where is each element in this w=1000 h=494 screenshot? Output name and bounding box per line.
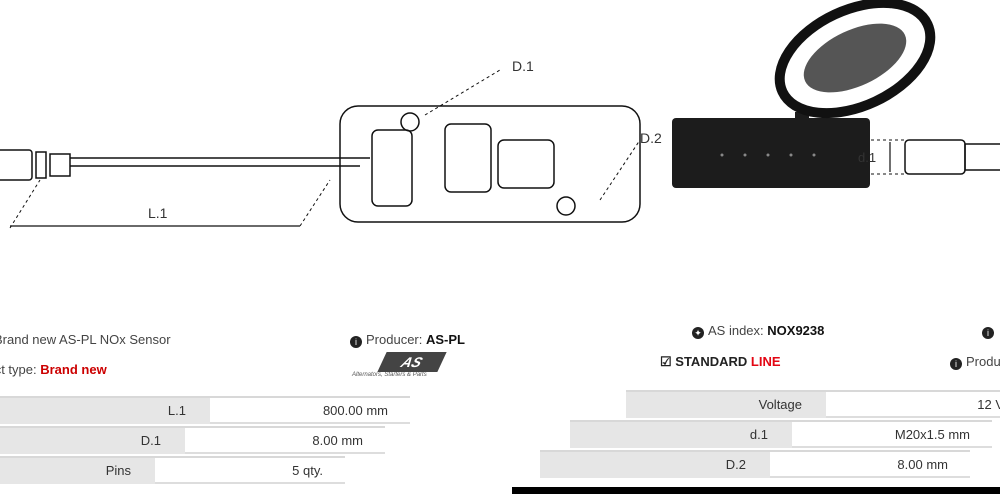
- label-l1: L.1: [148, 205, 168, 221]
- spec-key: D.1: [0, 428, 185, 454]
- standard-line-badge: ☑ STANDARD LINE: [660, 354, 781, 370]
- index-value: NOX9238: [767, 323, 825, 338]
- sensor-diagram: [0, 0, 1000, 229]
- product-title: Brand new AS-PL NOx Sensor: [0, 332, 171, 347]
- line-label-a: STANDARD: [675, 354, 748, 369]
- producer-label: Producer:: [366, 332, 423, 347]
- spec-key: L.1: [0, 398, 210, 424]
- spec-key: d.1: [570, 422, 792, 448]
- connector-image: [672, 112, 870, 188]
- label-d2: D.2: [640, 130, 662, 146]
- spec-value: 5 qty.: [155, 458, 345, 484]
- producer-value: AS-PL: [426, 332, 465, 347]
- info-icon: i: [350, 336, 362, 348]
- line-label-b: LINE: [750, 354, 781, 369]
- type-value: Brand new: [40, 362, 107, 377]
- product-type: Product type: Brand new: [0, 362, 107, 377]
- producer-left: i Producer: AS-PL: [350, 332, 465, 348]
- check-icon: ☑: [660, 354, 672, 369]
- spec-value: 800.00 mm: [210, 398, 410, 424]
- brand-badge-image: [774, 0, 936, 119]
- footer-bar: [512, 487, 1000, 494]
- info-icon: i: [982, 327, 994, 339]
- logo-tagline: Alternators, Starters & Parts: [352, 372, 427, 378]
- as-index: ✦ AS index: NOX9238: [692, 323, 824, 339]
- type-label: Product type:: [0, 362, 37, 377]
- producer-label: Producer: [966, 354, 1000, 369]
- spec-key: D.2: [540, 452, 770, 478]
- label-d1-top: D.1: [512, 58, 534, 74]
- spec-key: Voltage: [626, 392, 826, 418]
- spec-key: Pins: [0, 458, 155, 484]
- spec-value: 12 V: [826, 392, 1000, 418]
- spec-value: 8.00 mm: [770, 452, 970, 478]
- label-d1-small: d.1: [858, 150, 877, 165]
- index-label: AS index:: [708, 323, 764, 338]
- spec-value: 8.00 mm: [185, 428, 385, 454]
- handshake-icon: ✦: [692, 327, 704, 339]
- info-icon: i: [950, 358, 962, 370]
- as-pl-logo: AS Alternators, Starters & Parts: [352, 352, 452, 386]
- info-icon-right: i: [982, 323, 998, 339]
- spec-value: M20x1.5 mm: [792, 422, 992, 448]
- producer-right: i Producer: [950, 354, 1000, 370]
